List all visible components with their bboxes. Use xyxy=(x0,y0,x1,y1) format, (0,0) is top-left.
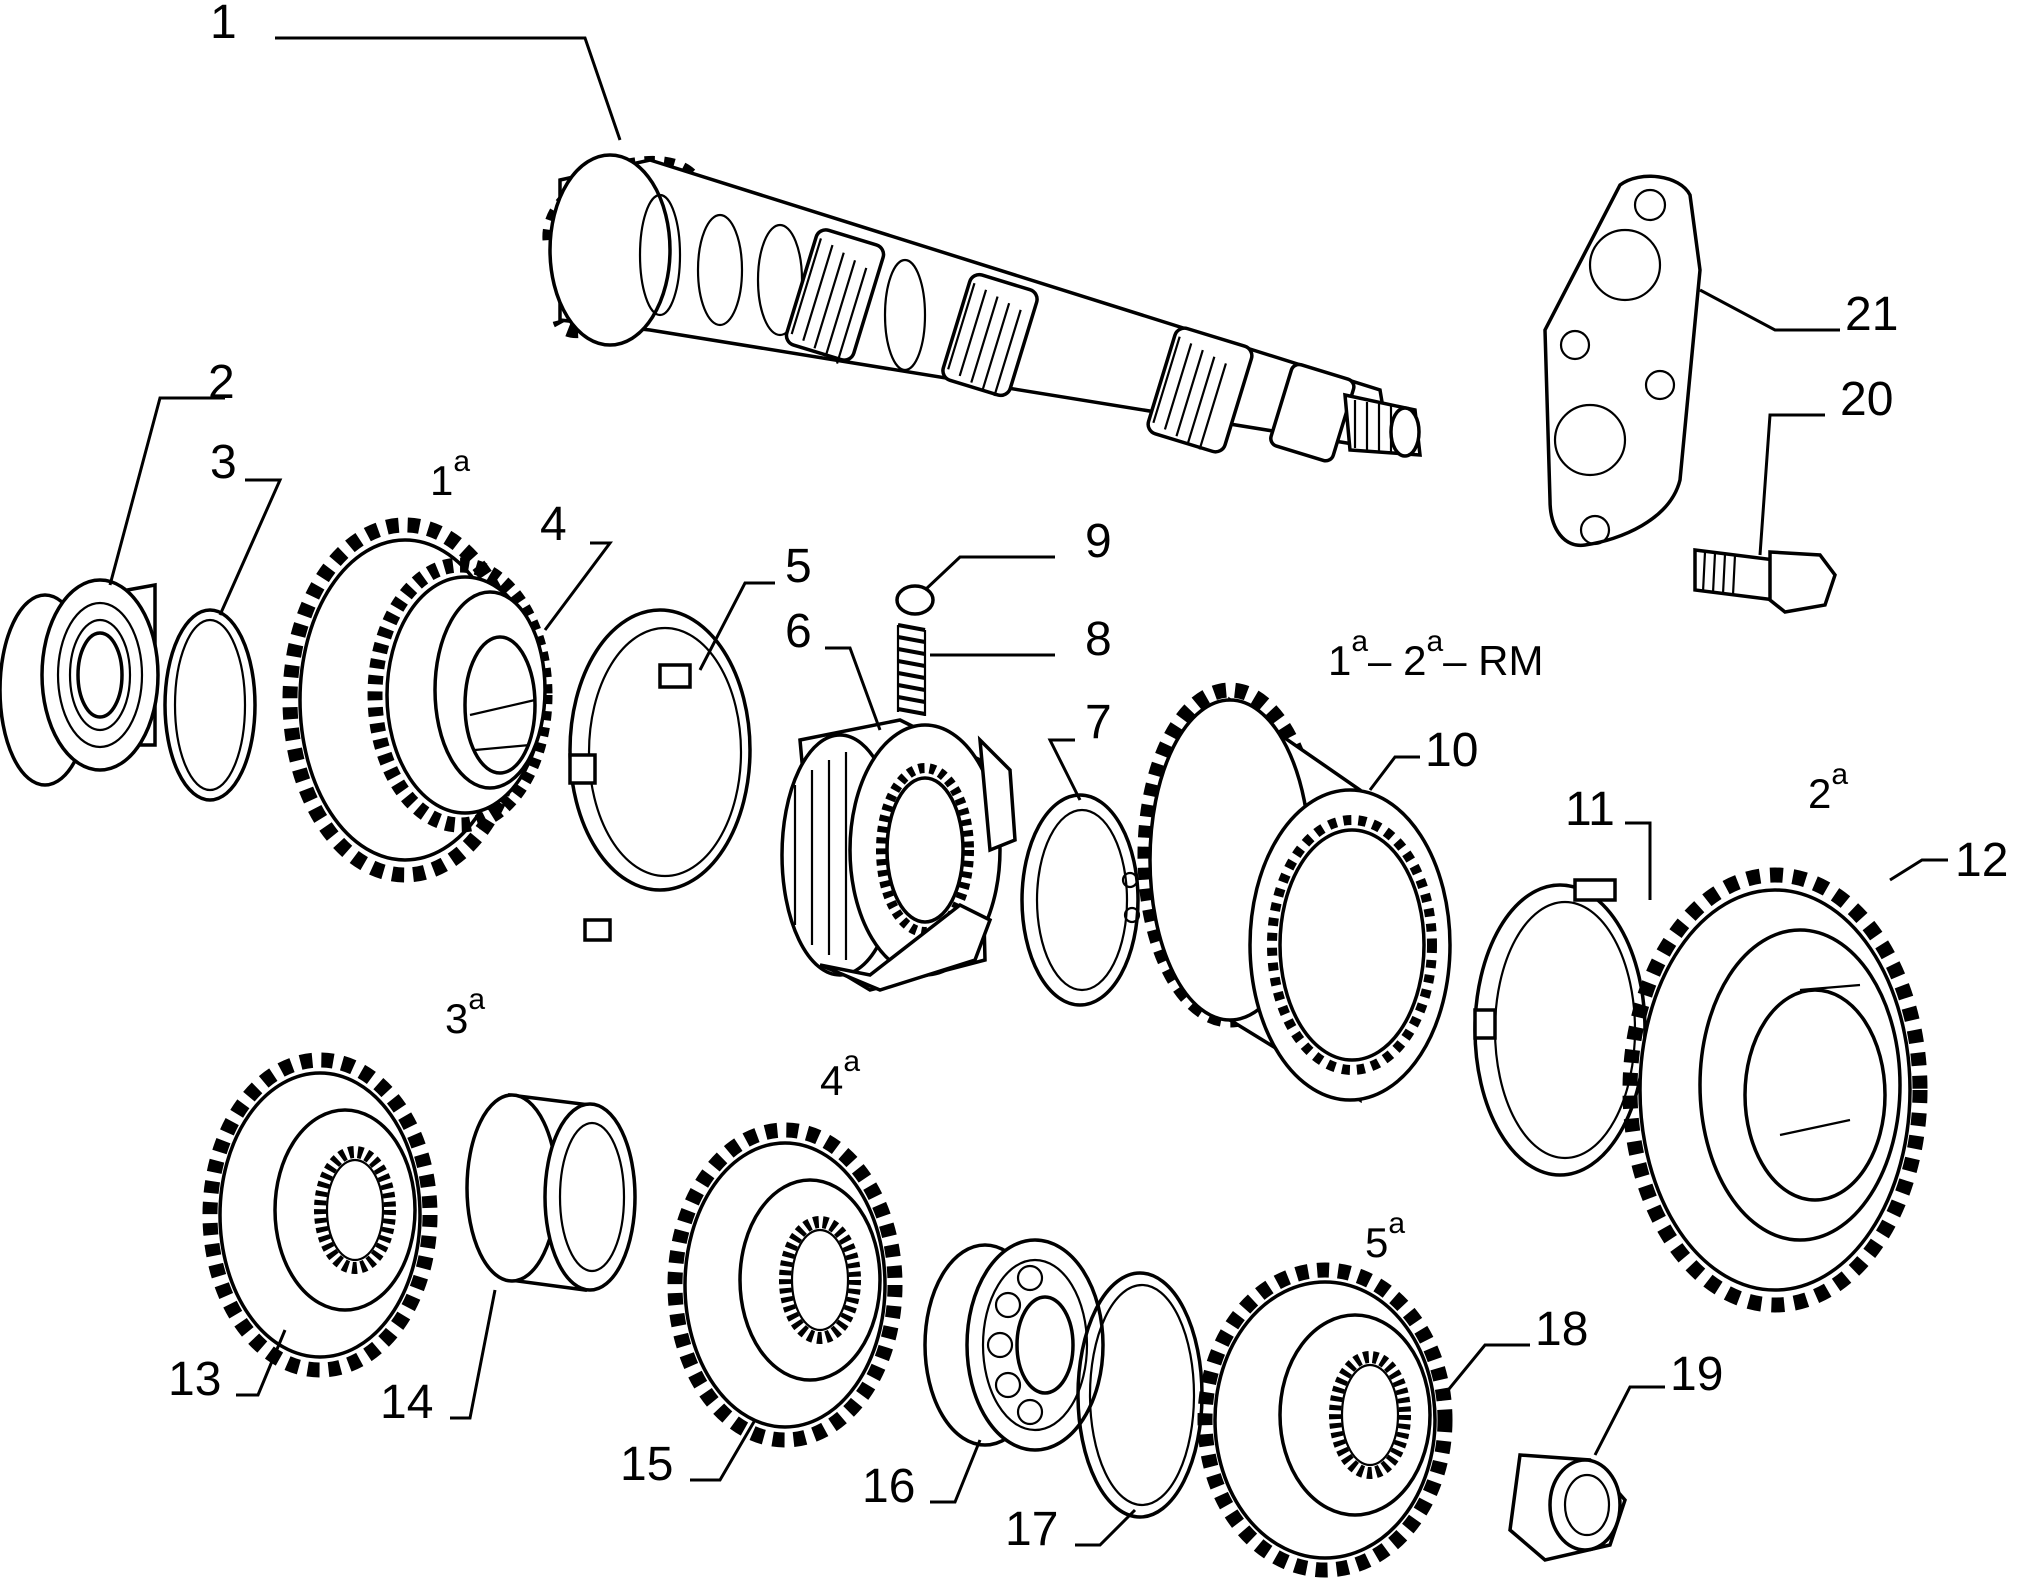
spring-part-8 xyxy=(896,623,927,716)
callout-14: 14 xyxy=(380,1376,433,1429)
callout-5: 5 xyxy=(785,540,812,593)
gear-4th xyxy=(667,1122,903,1448)
leader-17 xyxy=(1075,1508,1137,1547)
gear-label-3rd: 3a xyxy=(445,983,485,1042)
callout-6: 6 xyxy=(785,605,812,658)
sleeve-part-14 xyxy=(465,1093,637,1292)
callout-10: 10 xyxy=(1425,724,1478,777)
nut-part-19 xyxy=(1508,1453,1627,1562)
leader-6 xyxy=(825,646,882,731)
circlip-part-3 xyxy=(163,608,257,802)
gear-label-5th: 5a xyxy=(1365,1207,1405,1266)
callout-15: 15 xyxy=(620,1438,673,1491)
synchro-ring-part-11 xyxy=(1473,878,1647,1177)
gear-1st xyxy=(282,517,553,883)
group-label-1-2-rm: 1a– 2a– RM xyxy=(1328,625,1543,684)
gear-3rd xyxy=(202,1052,438,1378)
gear-label-4th: 4a xyxy=(820,1045,860,1104)
callout-21: 21 xyxy=(1845,288,1898,341)
gear-label-1st: 1a xyxy=(430,445,470,504)
leader-2 xyxy=(108,396,225,586)
callout-3: 3 xyxy=(210,436,237,489)
leader-15 xyxy=(690,1419,757,1482)
leader-21 xyxy=(1699,288,1840,332)
callout-11: 11 xyxy=(1565,783,1615,836)
gear-labels: 1a 2a 3a 4a 5a 1a– 2a– RM xyxy=(430,445,1848,1266)
leader-20 xyxy=(1758,413,1825,556)
ring-part-7 xyxy=(1020,793,1141,1007)
leader-11 xyxy=(1625,821,1652,900)
callout-7: 7 xyxy=(1085,696,1112,749)
gear-2nd xyxy=(1622,867,1928,1313)
callout-4: 4 xyxy=(540,498,567,551)
leader-18 xyxy=(1438,1343,1530,1401)
callout-20: 20 xyxy=(1840,373,1893,426)
callout-1: 1 xyxy=(210,0,237,49)
leader-4 xyxy=(543,541,613,631)
callout-2: 2 xyxy=(208,356,235,409)
synchro-hub-part-6 xyxy=(780,718,1017,992)
sleeve-gear-part-10 xyxy=(1137,682,1452,1104)
callout-16: 16 xyxy=(862,1460,915,1513)
leader-19 xyxy=(1593,1385,1665,1456)
gear-label-2nd: 2a xyxy=(1808,758,1848,817)
leader-14 xyxy=(450,1289,497,1420)
callout-18: 18 xyxy=(1535,1303,1588,1356)
leader-13 xyxy=(236,1329,287,1397)
bearing-part-2 xyxy=(0,578,160,787)
callout-17: 17 xyxy=(1005,1503,1058,1556)
detent-part-9 xyxy=(895,584,935,616)
leader-5 xyxy=(698,581,775,671)
callout-9: 9 xyxy=(1085,515,1112,568)
leader-3 xyxy=(218,478,283,616)
shaft-part-1 xyxy=(542,153,1422,463)
leader-16 xyxy=(930,1439,982,1504)
leader-10 xyxy=(1368,755,1420,791)
roller-bearing-part-16 xyxy=(923,1238,1105,1452)
leader-1 xyxy=(275,36,622,141)
leader-12 xyxy=(1889,858,1948,882)
gear-5th xyxy=(1197,1262,1453,1578)
leader-lines xyxy=(108,36,1948,1547)
leader-9 xyxy=(923,555,1055,592)
leader-7 xyxy=(1047,738,1082,801)
callout-8: 8 xyxy=(1085,613,1112,666)
callout-13: 13 xyxy=(168,1353,221,1406)
callout-labels: 1 2 3 4 5 6 7 8 9 10 11 12 13 14 15 16 1… xyxy=(168,0,2008,1556)
bolt-part-20 xyxy=(1693,548,1837,614)
callout-12: 12 xyxy=(1955,834,2008,887)
synchro-ring-part-5 xyxy=(568,608,752,942)
callout-19: 19 xyxy=(1670,1348,1723,1401)
plate-part-21 xyxy=(1543,174,1702,547)
